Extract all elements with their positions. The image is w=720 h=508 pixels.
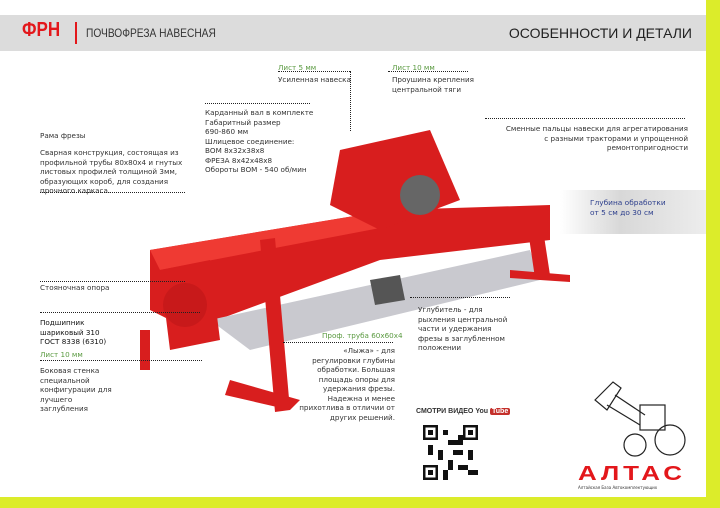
sheet5-label: Лист 5 мм	[278, 63, 317, 72]
leader-line	[205, 103, 310, 104]
cardan-line: ВОМ 8x32x38x8	[205, 146, 265, 155]
border-strip-bottom	[0, 497, 720, 508]
sheet10-top-text: Проушина крепления центральной тяги	[392, 75, 474, 94]
stand-text: Стояночная опора	[40, 283, 110, 292]
leader-line	[40, 281, 185, 282]
leader-line	[40, 192, 185, 193]
side-label: Лист 10 мм	[40, 350, 83, 359]
depth-line2: от 5 см до 30 см	[590, 208, 654, 217]
qr-code[interactable]	[423, 425, 478, 480]
leader-line	[410, 297, 510, 298]
cardan-line: Габаритный размер	[205, 117, 281, 127]
frame-title: Рама фрезы	[40, 131, 86, 140]
header-divider	[75, 22, 77, 44]
sheet10-top-label: Лист 10 мм	[392, 63, 435, 72]
section-title: ОСОБЕННОСТИ И ДЕТАЛИ	[508, 25, 692, 41]
leader-line	[350, 71, 351, 131]
tractor-loader-icon	[594, 381, 686, 457]
video-label: СМОТРИ ВИДЕО	[416, 408, 474, 415]
leader-line	[40, 312, 200, 313]
product-name: ПОЧВОФРЕЗА НАВЕСНАЯ	[86, 26, 216, 40]
cardan-line: ФРЕЗА 8x42x48x8	[205, 155, 273, 165]
bearing-text: Подшипник шариковый 310 ГОСТ 8338 (6310)	[40, 318, 107, 346]
sheet5-text: Усиленная навеска	[278, 75, 351, 84]
ski-label: Проф. труба 60x60x4	[322, 331, 403, 340]
cardan-line: Обороты ВОМ - 540 об/мин	[205, 165, 307, 174]
product-code: ФРН	[22, 19, 61, 41]
leader-line	[485, 118, 685, 119]
header-bar: ФРН ПОЧВОФРЕЗА НАВЕСНАЯ ОСОБЕННОСТИ И ДЕ…	[0, 15, 706, 51]
pins-text: Сменные пальцы навески для агрегатирован…	[505, 124, 688, 152]
side-text: Боковая стенка специальной конфигурации …	[40, 366, 112, 413]
ski-text: «Лыжа» - для регулировки глубины обработ…	[299, 346, 395, 422]
leader-line	[40, 360, 202, 361]
leader-line	[278, 71, 350, 72]
altas-logo: АЛТАС	[578, 463, 687, 485]
leader-line	[388, 71, 468, 72]
deepener-text: Углубитель - для рыхления центральной ча…	[418, 305, 508, 352]
rotary-tiller-illustration	[140, 130, 570, 412]
logo-tagline: Алтайская База Автокомплектующих	[578, 485, 658, 490]
cardan-line: 690-860 мм	[205, 127, 249, 136]
frame-text: Сварная конструкция, состоящая из профил…	[40, 148, 183, 195]
cardan-line: Шлицевое соединение:	[205, 136, 295, 146]
cardan-spec: Карданный вал в комплекте Габаритный раз…	[205, 108, 335, 175]
depth-line1: Глубина обработки	[590, 198, 666, 207]
cardan-line: Карданный вал в комплекте	[205, 108, 314, 117]
leader-line	[283, 342, 393, 343]
border-strip-right	[706, 0, 720, 508]
